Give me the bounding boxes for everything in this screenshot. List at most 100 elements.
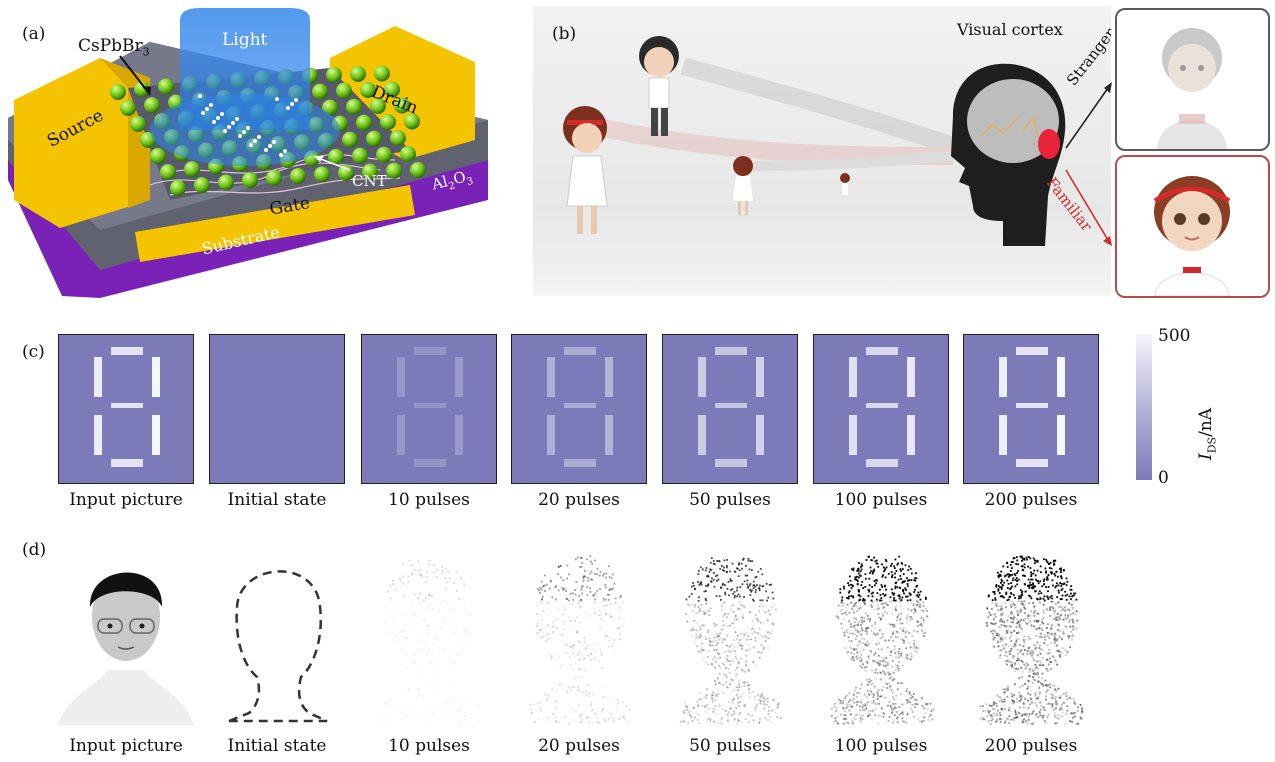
face-image-panel xyxy=(209,545,345,725)
perovskite-crystal xyxy=(130,116,146,132)
device-illustration xyxy=(8,8,488,298)
segment-display-panel xyxy=(361,334,497,484)
segment xyxy=(414,403,446,408)
segment xyxy=(866,347,898,355)
segment xyxy=(455,415,463,455)
light-label: Light xyxy=(222,30,268,50)
perovskite-crystal xyxy=(380,114,396,130)
segment xyxy=(756,357,764,397)
segment xyxy=(866,403,898,408)
panel-d-letter: (d) xyxy=(22,540,47,560)
perovskite-crystal xyxy=(370,98,386,114)
girl-figure-medium xyxy=(733,156,753,215)
face-caption: 100 pulses xyxy=(834,736,928,756)
colorbar-axis-label: IDS/nA xyxy=(1196,407,1219,460)
light-sparkle xyxy=(201,111,205,115)
face-caption: Initial state xyxy=(227,736,327,756)
perovskite-crystal xyxy=(144,97,160,114)
segment xyxy=(547,357,555,397)
segment xyxy=(715,459,747,467)
segment-caption: 200 pulses xyxy=(984,490,1078,510)
segment xyxy=(1057,415,1065,455)
segment xyxy=(547,415,555,455)
perovskite-crystal xyxy=(336,82,352,99)
perovskite-crystal xyxy=(110,84,126,100)
perovskite-crystal xyxy=(184,161,200,178)
face-caption: 200 pulses xyxy=(984,736,1078,756)
panel-a-letter: (a) xyxy=(22,24,46,44)
light-sparkle xyxy=(264,148,268,152)
face-caption: Input picture xyxy=(69,736,183,756)
stranger-portrait xyxy=(1115,8,1270,151)
segment xyxy=(414,459,446,467)
light-sparkle xyxy=(216,116,220,120)
visual-cortex-spot xyxy=(1038,129,1060,159)
gate-electrode xyxy=(135,185,415,262)
perovskite-crystal xyxy=(328,148,344,165)
light-sparkle xyxy=(209,103,213,107)
segment-display-panel xyxy=(511,334,647,484)
motion-streaks xyxy=(591,57,956,171)
head-silhouette xyxy=(951,63,1066,246)
perovskite-crystal xyxy=(338,164,354,181)
segment xyxy=(397,357,405,397)
perovskite-crystal xyxy=(366,130,382,147)
perovskite-crystal xyxy=(312,83,328,100)
face-image-panel xyxy=(813,545,949,725)
segment xyxy=(605,415,613,455)
light-sparkle xyxy=(286,106,290,110)
perovskite-crystal xyxy=(394,97,410,114)
perovskite-crystal xyxy=(290,168,306,184)
colorbar-max-label: 500 xyxy=(1158,326,1191,346)
boy-figure xyxy=(639,36,679,136)
perovskite-crystal xyxy=(350,66,366,82)
recognition-arrows xyxy=(1065,82,1112,246)
perovskite-crystal xyxy=(160,164,176,180)
girl-figure-small xyxy=(840,173,850,195)
light-sparkle xyxy=(272,140,276,144)
light-sparkle xyxy=(220,112,224,116)
segment xyxy=(698,357,706,397)
segment-display-panel xyxy=(813,334,949,484)
segment xyxy=(414,347,446,355)
segment-caption: 100 pulses xyxy=(834,490,928,510)
face-caption: 10 pulses xyxy=(388,736,470,756)
segment xyxy=(715,347,747,355)
visual-recognition-illustration: Visual cortex Stranger Familiar xyxy=(533,6,1111,296)
light-sparkle xyxy=(227,125,231,129)
face-caption: 20 pulses xyxy=(538,736,620,756)
face-image-panel xyxy=(58,545,194,725)
light-sparkle xyxy=(257,135,261,139)
visual-cortex-label: Visual cortex xyxy=(957,20,1063,39)
panel-c-letter: (c) xyxy=(22,342,45,362)
light-sparkle xyxy=(198,94,202,98)
segment xyxy=(152,357,160,397)
segment xyxy=(698,415,706,455)
light-sparkle xyxy=(283,149,287,153)
light-sparkle xyxy=(242,130,246,134)
face-image-panel xyxy=(361,545,497,725)
face-caption: 50 pulses xyxy=(689,736,771,756)
perovskite-crystal xyxy=(342,131,358,148)
segment xyxy=(605,357,613,397)
source-electrode xyxy=(14,58,150,228)
segment-display-panel xyxy=(58,334,194,484)
perovskite-crystal xyxy=(346,98,362,115)
perovskite-crystal xyxy=(194,177,210,194)
light-sparkle xyxy=(235,117,239,121)
segment xyxy=(111,403,143,408)
segment xyxy=(397,415,405,455)
segment xyxy=(455,357,463,397)
perovskite-crystal xyxy=(158,78,174,95)
light-sparkle xyxy=(212,120,216,124)
segment-caption: Initial state xyxy=(227,490,327,510)
perovskite-crystal xyxy=(150,148,166,164)
light-sparkle xyxy=(294,98,298,102)
segment-display-panel xyxy=(963,334,1099,484)
segment xyxy=(94,357,102,397)
colorbar xyxy=(1136,334,1152,480)
segment xyxy=(564,403,596,408)
segment xyxy=(111,347,143,355)
light-sparkle xyxy=(253,139,257,143)
segment xyxy=(756,415,764,455)
